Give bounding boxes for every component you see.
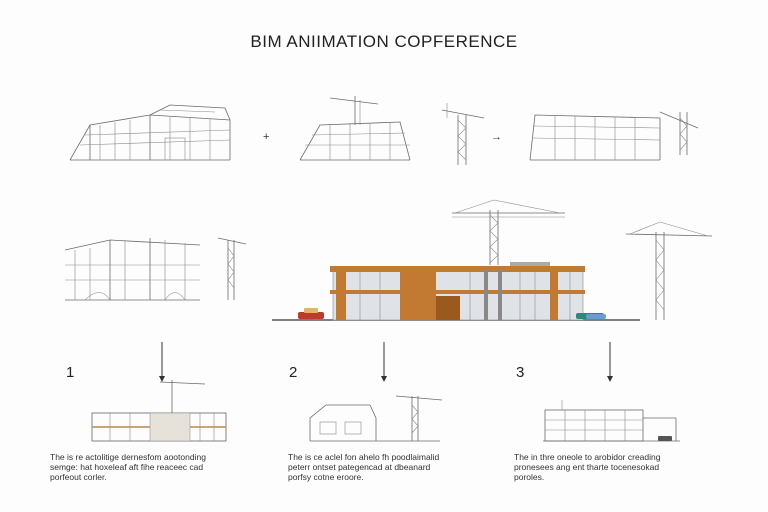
plus-operator: +: [263, 131, 270, 143]
facade-sketch: [64, 237, 247, 301]
step-2-caption-line: peterr ontset pategencad at dbeanard: [288, 462, 431, 472]
rendered-main-building: [272, 262, 640, 321]
step-3-caption-line: The in thre oneole to arobidor creading: [514, 452, 661, 462]
step-3-building: [543, 400, 680, 442]
sketch-building-c-with-crane: [529, 111, 699, 161]
step-1-caption-line: The is re actolitige dernesfom aootondin…: [50, 452, 206, 462]
step-1-building: [91, 380, 227, 442]
step-2-caption: The is ce aclel fon ahelo fh poodlaimali…: [288, 452, 498, 482]
step-2-caption-line: The is ce aclel fon ahelo fh poodlaimali…: [288, 452, 440, 462]
step-3-caption: The in thre oneole to arobidor creading …: [514, 452, 724, 482]
tower-crane-large: [452, 199, 565, 265]
tower-crane-right: [625, 221, 713, 320]
step-1-caption-line: porfeout corler.: [50, 472, 107, 482]
step-2-number: 2: [289, 364, 298, 381]
arrow-operator: →: [491, 131, 502, 143]
step-3-caption-line: poroles.: [514, 472, 545, 482]
step-2-building: [309, 395, 443, 442]
step-3-number: 3: [516, 364, 525, 381]
step-1-caption: The is re actolitige dernesfom aootondin…: [50, 452, 260, 482]
step-3-caption-line: pronesees ang ent tharte tocenesokad: [514, 462, 660, 472]
sketch-tower-crane: [441, 103, 485, 165]
step-1-caption-line: semge: hat hoxeleaf aft fihe reaceec cad: [50, 462, 204, 472]
step-1-number: 1: [66, 364, 75, 381]
step-arrows: [159, 342, 613, 382]
step-2-caption-line: porfsy cotne eroore.: [288, 472, 364, 482]
page-title: BIM ANIIMATION COPFERENCE: [250, 32, 518, 51]
sketch-building-a: [69, 104, 231, 161]
sketch-building-b-with-crane: [299, 96, 411, 161]
